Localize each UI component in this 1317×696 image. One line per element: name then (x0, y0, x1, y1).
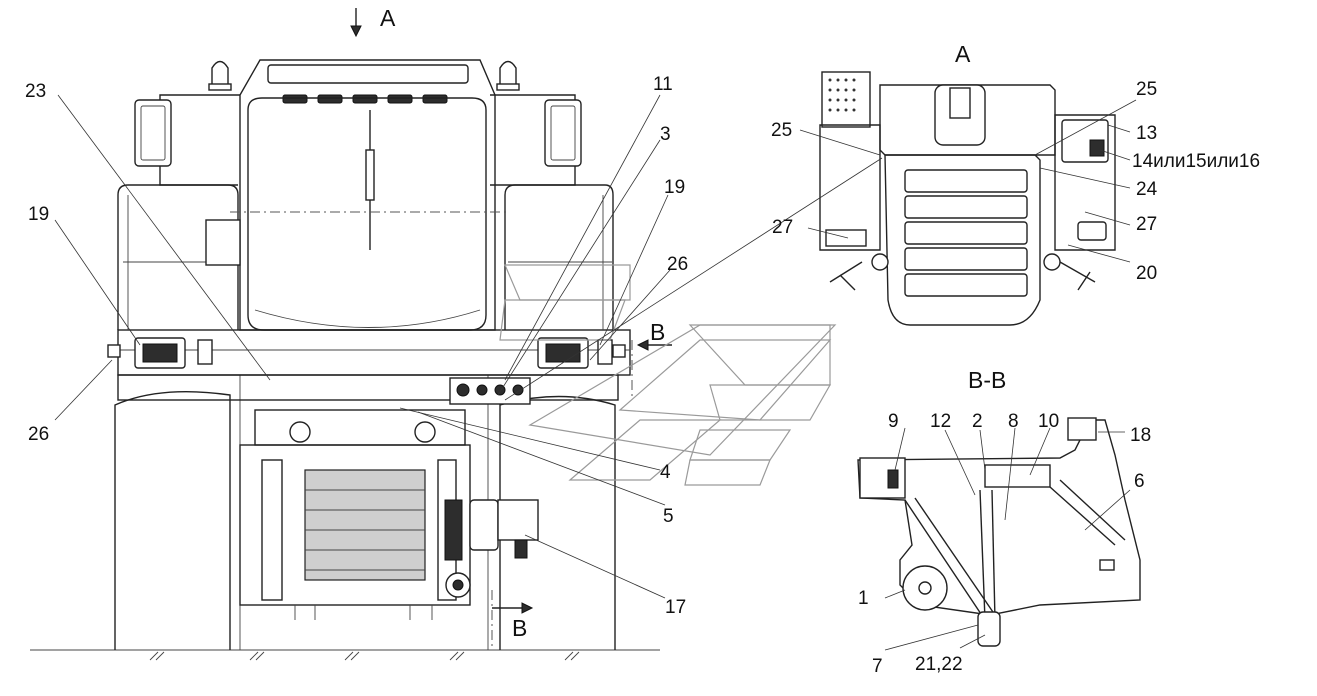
view-a-grille-frame (884, 154, 1041, 326)
section-top-part (1067, 417, 1097, 441)
callout-26-right: 26 (667, 254, 688, 275)
front-view-machine (30, 8, 672, 661)
left-mirror (134, 99, 172, 167)
section-bb-title: B-B (968, 367, 1006, 393)
right-beacon (499, 60, 517, 86)
section-box (984, 464, 1051, 488)
callout-21-22: 21,22 (915, 654, 963, 675)
left-beacon (211, 60, 229, 86)
view-a-grille (904, 169, 1028, 297)
callout-6: 6 (1134, 471, 1145, 492)
motor-housing (469, 499, 499, 551)
left-mirror-arm (159, 94, 240, 186)
right-mirror (544, 99, 582, 167)
right-handrail (504, 184, 614, 330)
hydraulic-block (497, 499, 539, 541)
windshield (247, 97, 487, 331)
callout-1: 1 (858, 588, 869, 609)
callout-8: 8 (1008, 411, 1019, 432)
callout-11: 11 (653, 74, 673, 95)
drum (304, 469, 426, 581)
callout-17: 17 (665, 597, 686, 618)
callout-9: 9 (888, 411, 899, 432)
callout-27-left: 27 (772, 217, 793, 238)
cab-roof-visor (267, 64, 469, 84)
cab (239, 59, 496, 331)
callout-3: 3 (660, 124, 671, 145)
section-mark-top: B (650, 319, 665, 345)
callout-23: 23 (25, 81, 46, 102)
section-ghost-outline (499, 264, 837, 486)
view-a-arrow-label: A (380, 5, 396, 31)
callout-26-left: 26 (28, 424, 49, 445)
callout-25-right: 25 (1136, 79, 1157, 100)
callout-13: 13 (1136, 123, 1157, 144)
callout-2: 2 (972, 411, 983, 432)
callout-4: 4 (660, 462, 671, 483)
left-wheel (114, 390, 231, 650)
work-lights (282, 94, 448, 104)
view-a-drawing (819, 71, 1116, 326)
callout-25-left: 25 (771, 120, 792, 141)
callout-7: 7 (872, 656, 883, 677)
callout-24: 24 (1136, 179, 1158, 200)
mechanism-bolts (294, 605, 433, 620)
section-bb-drawing (857, 417, 1141, 647)
callout-14-15-16: 14или15или16 (1132, 151, 1260, 172)
callout-10: 10 (1038, 411, 1059, 432)
view-a-title: A (955, 41, 971, 67)
callout-5: 5 (663, 506, 674, 527)
callout-12: 12 (930, 411, 951, 432)
section-mark-bottom: B (512, 615, 527, 641)
callout-18: 18 (1130, 425, 1151, 446)
leader-lines (54, 94, 1137, 651)
callout-19-right: 19 (664, 177, 685, 198)
section-lamp (977, 611, 1001, 647)
callout-19-left: 19 (28, 204, 49, 225)
ground-hatch (149, 651, 580, 661)
callout-27-right: 27 (1136, 214, 1157, 235)
callout-20: 20 (1136, 263, 1157, 284)
